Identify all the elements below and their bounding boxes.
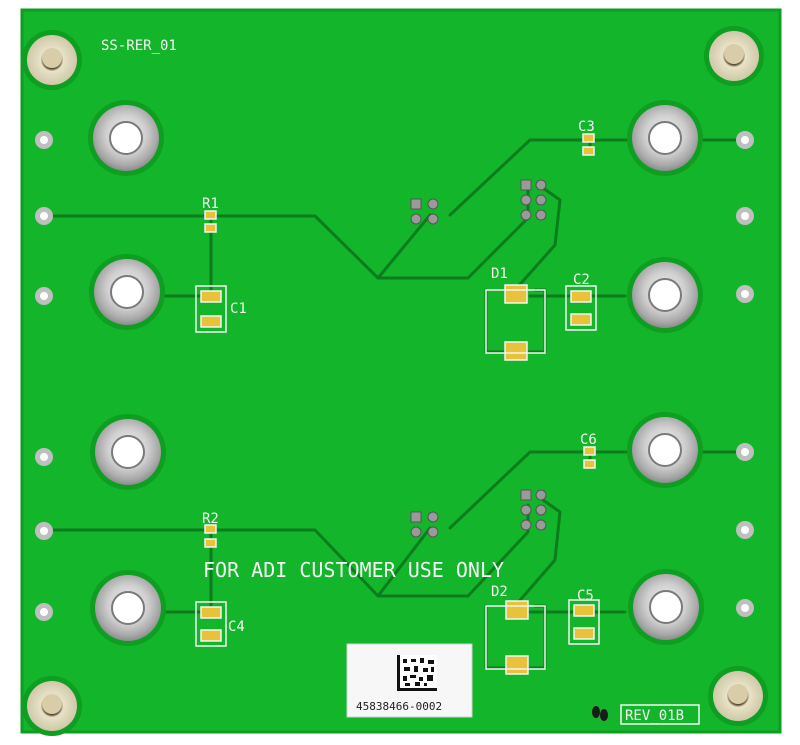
standoff-top-right xyxy=(704,26,764,86)
standoff-bottom-left xyxy=(22,676,82,736)
designator-c2: C2 xyxy=(573,272,590,288)
manufacturer-mark xyxy=(592,706,608,721)
designator-d2: D2 xyxy=(491,584,508,600)
silkscreen-outlines xyxy=(195,285,600,670)
revision-label: REV_01B xyxy=(625,708,684,724)
standoff-top-left xyxy=(22,30,82,90)
mounting-holes xyxy=(88,100,704,646)
revision-box: REV_01B xyxy=(620,704,700,725)
board-name-label: SS-RER_01 xyxy=(101,38,177,54)
designator-c6: C6 xyxy=(580,432,597,448)
datamatrix-code xyxy=(397,655,437,691)
smd-pads xyxy=(200,133,596,675)
header-pins xyxy=(410,179,547,538)
serial-label-sticker: 45838466-0002 xyxy=(346,643,473,718)
test-point-vias xyxy=(35,131,754,621)
pcb-board-edge xyxy=(20,8,782,734)
designator-c5: C5 xyxy=(577,588,594,604)
customer-use-notice: FOR ADI CUSTOMER USE ONLY xyxy=(203,558,504,582)
designator-c3: C3 xyxy=(578,119,595,135)
designator-r2: R2 xyxy=(202,511,219,527)
standoff-bottom-right xyxy=(708,666,768,726)
designator-c1: C1 xyxy=(230,301,247,317)
serial-number: 45838466-0002 xyxy=(356,700,442,713)
designator-r1: R1 xyxy=(202,196,219,212)
designator-c4: C4 xyxy=(228,619,245,635)
designator-d1: D1 xyxy=(491,266,508,282)
